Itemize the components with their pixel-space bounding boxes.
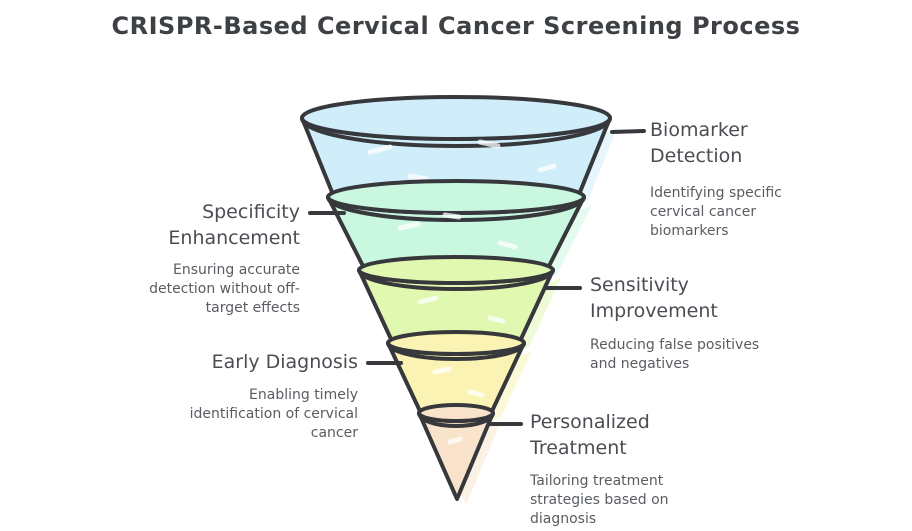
stage-desc-early-diagnosis: Enabling timely identification of cervic…	[189, 387, 358, 441]
stage-rim-lip	[386, 341, 526, 361]
stage-label-specificity-enhancement: Specificity Enhancement	[168, 201, 300, 249]
stage-label-early-diagnosis: Early Diagnosis	[211, 351, 358, 373]
stage-desc-sensitivity-improvement: Reducing false positives and negatives	[590, 337, 760, 372]
stage-rim-lip	[300, 116, 612, 148]
stage-rim-lip	[357, 268, 555, 291]
stage-highlight	[432, 366, 485, 398]
stage-rim-lip	[326, 195, 586, 222]
stage-label-biomarker-detection: Biomarker Detection	[650, 119, 748, 167]
stage-highlight	[417, 295, 506, 324]
stage-rim	[357, 255, 555, 285]
connector-biomarker-detection	[610, 129, 646, 134]
stage-rim-lip	[417, 411, 495, 428]
stage-rim	[300, 95, 612, 141]
stage-desc-personalized-treatment: Tailoring treatment strategies based on …	[530, 473, 669, 527]
stage-desc-specificity-enhancement: Ensuring accurate detection without off-…	[149, 262, 300, 316]
stage-highlight	[447, 436, 463, 445]
funnel-stage-early-diagnosis	[386, 330, 533, 423]
funnel-stage-personalized-treatment	[417, 403, 502, 505]
stage-rim	[386, 330, 526, 356]
stage-desc-biomarker-detection: Identifying specific cervical cancer bio…	[650, 185, 782, 239]
stage-highlight	[367, 139, 557, 182]
connector-lines	[308, 129, 646, 426]
stage-rim	[326, 179, 586, 215]
stage-highlight	[397, 212, 518, 250]
stage-label-sensitivity-improvement: Sensitivity Improvement	[590, 274, 718, 322]
stage-label-personalized-treatment: Personalized Treatment	[530, 411, 650, 459]
diagram-title: CRISPR-Based Cervical Cancer Screening P…	[111, 12, 801, 40]
stage-rim	[417, 403, 495, 423]
